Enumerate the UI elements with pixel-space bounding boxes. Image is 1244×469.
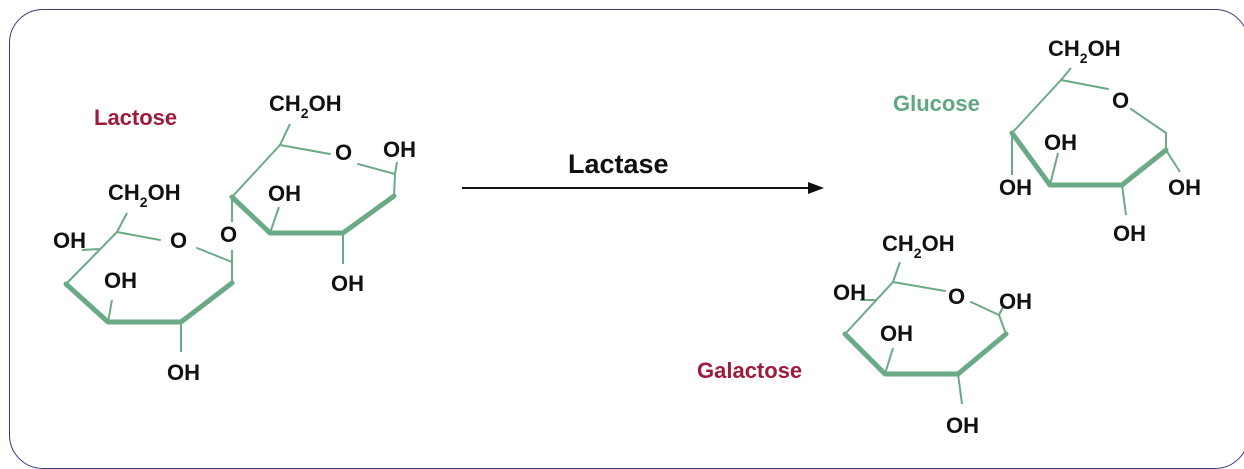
lactose-glc-ch2oh: CH2OH	[269, 91, 342, 121]
galactose-label: Galactose	[697, 358, 802, 383]
lactose-galactose-ring	[63, 212, 235, 352]
glucose-ch2oh: CH2OH	[1048, 36, 1121, 66]
lactose-glc-ring-oxygen: O	[335, 140, 352, 165]
glucose-ring	[1009, 67, 1181, 216]
lactose-hydrolysis-diagram: Lactase Lactose Glucose Galactose CH2OH …	[53, 36, 1201, 438]
lactose-label: Lactose	[94, 105, 177, 130]
galactose-ch2oh: CH2OH	[882, 231, 955, 261]
galactose-oh-3: OH	[880, 321, 913, 346]
lactose-glc-oh-3: OH	[268, 181, 301, 206]
lactose-glc-oh-2: OH	[331, 271, 364, 296]
lactose-gal-oh-3: OH	[104, 268, 137, 293]
galactose-ring	[842, 261, 1009, 405]
glucose-ring-oxygen: O	[1112, 88, 1129, 113]
glucose-oh-2: OH	[1113, 221, 1146, 246]
glucose-oh-1: OH	[1168, 175, 1201, 200]
reaction-arrow	[462, 182, 824, 194]
glucose-oh-3: OH	[1044, 130, 1077, 155]
galactose-oh-1: OH	[999, 289, 1032, 314]
lactose-gal-oh-4: OH	[53, 228, 86, 253]
enzyme-label: Lactase	[568, 149, 669, 179]
glucose-oh-4: OH	[999, 175, 1032, 200]
galactose-ring-oxygen: O	[948, 284, 965, 309]
lactose-glc-oh-1: OH	[383, 137, 416, 162]
glucose-label: Glucose	[893, 91, 980, 116]
lactose-gal-oh-2: OH	[167, 360, 200, 385]
lactose-gal-ch2oh: CH2OH	[108, 180, 181, 210]
lactose-gal-ring-oxygen: O	[170, 228, 187, 253]
glycosidic-oxygen: O	[220, 222, 237, 247]
galactose-oh-2: OH	[946, 413, 979, 438]
lactose-glucose-ring	[229, 123, 398, 264]
galactose-oh-4: OH	[833, 280, 866, 305]
